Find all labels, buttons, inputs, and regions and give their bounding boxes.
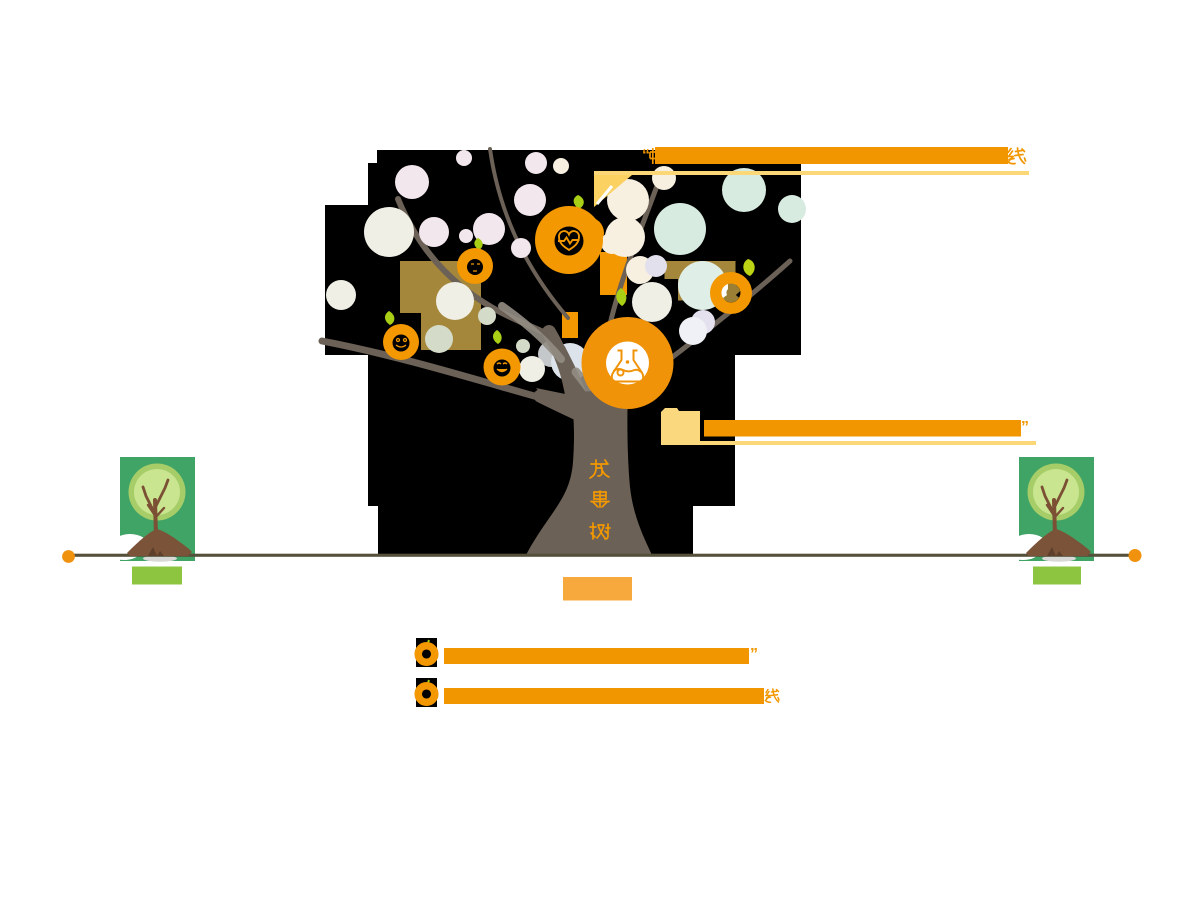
svg-text:”: ” [1021, 419, 1029, 436]
svg-text:“: “ [642, 147, 650, 164]
svg-text:”: ” [750, 646, 758, 663]
